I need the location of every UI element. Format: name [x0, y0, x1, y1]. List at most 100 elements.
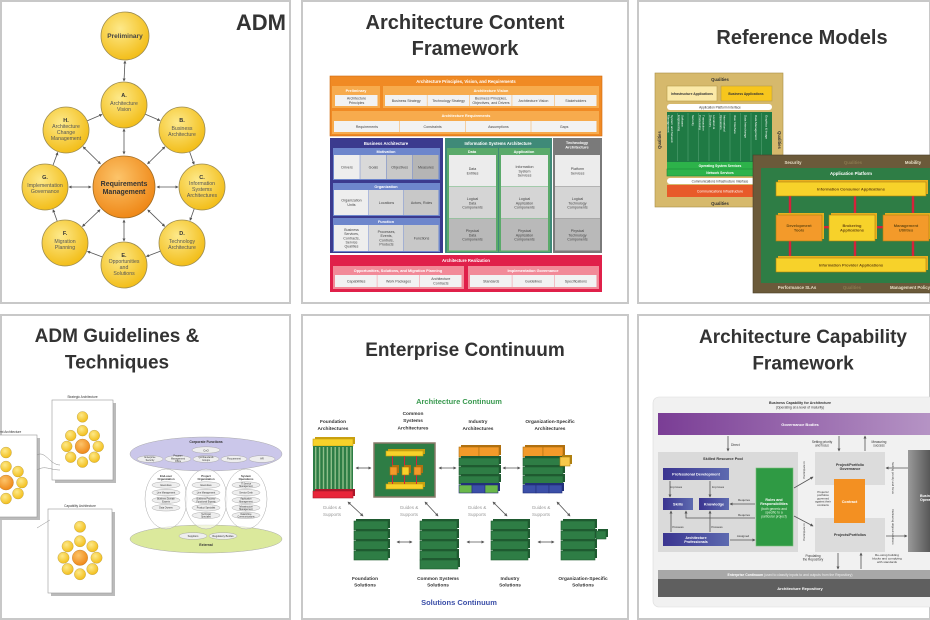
cell-label: Architecture Vision — [518, 99, 548, 103]
label-line: Standards — [483, 279, 500, 283]
item-label: Data Owners — [159, 507, 173, 510]
center-circle — [92, 155, 156, 219]
content-cell — [501, 155, 548, 187]
layer — [353, 530, 389, 541]
item-pill — [191, 446, 221, 454]
label-line: Professionals — [684, 540, 708, 544]
label-line: Delivering aligned solutions — [891, 509, 895, 545]
label-line: Objectives, and Drivers — [472, 101, 509, 105]
label-line: Service Desk — [239, 491, 253, 494]
label-line: Mobility — [905, 160, 922, 165]
phase-circle — [21, 163, 69, 211]
label-line: System and Network — [670, 115, 674, 143]
label-line: Organization — [341, 199, 361, 203]
panel-title: Enterprise Continuum — [365, 340, 565, 361]
participate-label: Participate in — [802, 461, 806, 479]
label-line: Capability Architecture — [64, 504, 96, 508]
label-line: Data Interchange — [744, 115, 748, 138]
label-line: Functions — [414, 236, 430, 240]
item-pill — [151, 504, 181, 512]
mini-phase-circle — [12, 465, 24, 478]
label-line: Architecture Continuum — [416, 397, 502, 406]
label-line: Data — [469, 167, 477, 171]
label-line: Logical — [519, 197, 531, 201]
label-line: C. — [199, 175, 205, 181]
arrow-cycle — [86, 250, 103, 258]
architecture-repository-bar — [658, 579, 930, 597]
label-line: Groups — [202, 459, 211, 462]
phase-circle — [100, 11, 150, 61]
phase-letter: G. — [42, 175, 48, 181]
subheader-label: (Operating at a level of maturity) — [776, 406, 824, 410]
organization-specific-architectures-block — [522, 445, 572, 494]
layer — [490, 550, 529, 561]
content-cell — [449, 187, 496, 219]
label-line: Office — [175, 460, 182, 463]
mini-phase-circle — [76, 425, 89, 437]
panel-adm-guidelines: ADM Guidelines &TechniquesSegment Archit… — [0, 314, 291, 620]
brokering-apps-box — [828, 214, 876, 242]
label-line: (both generic and — [761, 507, 787, 511]
label-line: Qualities — [777, 131, 782, 149]
content-cell — [554, 95, 597, 106]
cell-label: Work Packages — [386, 279, 411, 283]
content-cell — [335, 95, 378, 106]
label-line: Events, — [381, 234, 393, 238]
column — [350, 447, 352, 491]
label-line: with standards — [877, 560, 897, 564]
label-line: Foundation — [352, 576, 378, 582]
content-cell — [399, 121, 465, 132]
item-pill — [191, 512, 221, 519]
layer — [560, 520, 596, 531]
label-line: Architecture — [52, 124, 80, 130]
group-title: Application — [514, 150, 535, 154]
label-line: Organization-Specific — [558, 576, 608, 582]
arrow-cycle — [145, 250, 161, 258]
layer — [458, 484, 473, 494]
label-line: Framework — [412, 38, 520, 60]
label-line: Processes, — [378, 230, 396, 234]
label-line: Operations — [239, 477, 254, 481]
label-line: Information — [516, 165, 534, 169]
phase-letter: D. — [179, 231, 185, 237]
label-line: Opportunities — [109, 259, 140, 265]
cii-bar — [667, 178, 772, 184]
cell-label: Drivers — [341, 165, 353, 169]
cell-label: Measures — [418, 165, 434, 169]
label-line: Technology — [169, 239, 196, 245]
item-pill — [191, 504, 221, 512]
mini-phase-circle — [57, 551, 70, 564]
arrow-cycle — [144, 113, 161, 121]
business-operations-box — [908, 450, 930, 552]
label-line: Business Domain — [157, 499, 176, 501]
label-line: Logical — [572, 197, 584, 201]
label-line: Engineering — [677, 115, 681, 131]
cell-label: Guidelines — [525, 279, 542, 283]
contract-label: Contract — [842, 500, 858, 504]
content-cell — [449, 155, 496, 187]
label-line: Solutions — [427, 583, 449, 589]
item-pill — [151, 496, 181, 504]
group-title: Data — [468, 150, 477, 154]
label-line: End-user — [160, 474, 173, 478]
label-line: Technology Strategy — [432, 99, 465, 103]
label-line: Organization — [157, 477, 174, 481]
label-line: Solutions — [572, 583, 594, 589]
label-line: specific to a — [765, 511, 783, 515]
service-label: Location &Directory — [709, 115, 716, 129]
label-line: Knowledge — [704, 503, 724, 507]
label-line: Industry — [501, 576, 520, 582]
bar-label: Network Services — [706, 171, 734, 175]
panel-title: ADM — [236, 10, 286, 35]
label-line: Physical — [518, 229, 532, 233]
label-line: Systems — [403, 418, 423, 424]
